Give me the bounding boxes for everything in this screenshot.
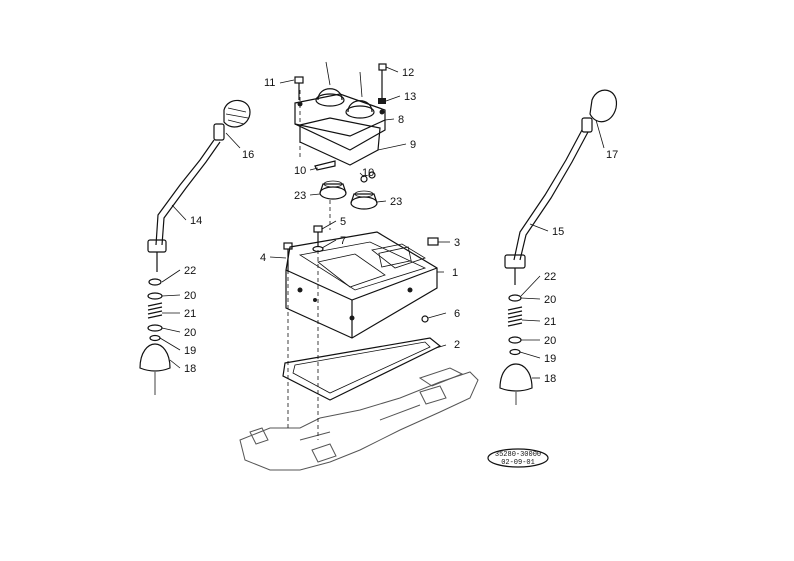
callout-9: 9 xyxy=(410,139,416,151)
part-23-bushing-b xyxy=(350,190,378,210)
callout-22-right: 22 xyxy=(544,271,556,283)
callout-16: 16 xyxy=(242,149,254,161)
part-8-cover-plate xyxy=(294,61,386,151)
callout-23a: 23 xyxy=(294,190,306,202)
bolt-12 xyxy=(378,63,387,98)
part-23-bushing-a xyxy=(319,180,347,200)
left-lever-small-parts xyxy=(147,278,163,342)
callout-6: 6 xyxy=(454,308,460,320)
callout-21-left: 21 xyxy=(184,308,196,320)
callout-18-right: 18 xyxy=(544,373,556,385)
part-10-clip-a xyxy=(314,160,336,171)
callout-1: 1 xyxy=(452,267,458,279)
callout-10b: 10 xyxy=(362,167,374,179)
callout-19-left: 19 xyxy=(184,345,196,357)
right-lever-small-parts xyxy=(507,294,523,356)
callout-18-left: 18 xyxy=(184,363,196,375)
callout-21-right: 21 xyxy=(544,316,556,328)
left-boot-18 xyxy=(139,343,171,395)
nut-13 xyxy=(378,98,386,104)
right-boot-18 xyxy=(499,363,533,405)
alignment-guides xyxy=(287,90,331,440)
callout-22-left: 22 xyxy=(184,265,196,277)
washer-7 xyxy=(312,245,324,253)
callout-3: 3 xyxy=(454,237,460,249)
callout-17: 17 xyxy=(606,149,618,161)
callout-5: 5 xyxy=(340,216,346,228)
callout-14: 14 xyxy=(190,215,202,227)
callout-20-right-lower: 20 xyxy=(544,335,556,347)
callout-20-right-upper: 20 xyxy=(544,294,556,306)
callout-11: 11 xyxy=(264,77,275,89)
callout-20-left-upper: 20 xyxy=(184,290,196,302)
right-knob-17 xyxy=(581,89,617,133)
left-knob-16 xyxy=(213,99,251,141)
stamp-line-2: 02-09-01 xyxy=(501,459,535,467)
transmission-housing xyxy=(239,367,479,471)
callout-23b: 23 xyxy=(390,196,402,208)
leader-lines xyxy=(159,66,605,379)
stamp-line-1: 35280-30000 xyxy=(495,451,541,459)
callout-labels: 1 2 3 4 5 6 7 8 9 10 10 11 12 13 14 15 1… xyxy=(184,67,618,385)
callout-20-left-lower: 20 xyxy=(184,327,196,339)
plug-3 xyxy=(427,237,439,246)
callout-12: 12 xyxy=(402,67,414,79)
right-shift-lever-15 xyxy=(504,129,589,285)
bolt-4 xyxy=(283,242,293,272)
drawing-number-stamp: 35280-30000 02-09-01 xyxy=(487,448,549,468)
callout-10a: 10 xyxy=(294,165,306,177)
pin-6 xyxy=(421,315,429,323)
part-9-upper-gasket xyxy=(299,117,381,166)
callout-19-right: 19 xyxy=(544,353,556,365)
part-10-clip-b xyxy=(360,171,376,183)
part-2-lower-gasket xyxy=(282,337,442,401)
callout-2: 2 xyxy=(454,339,460,351)
callout-15: 15 xyxy=(552,226,564,238)
callout-7: 7 xyxy=(340,235,346,247)
left-shift-lever-14 xyxy=(147,139,221,272)
callout-13: 13 xyxy=(404,91,416,103)
bolt-11 xyxy=(294,76,304,100)
callout-8: 8 xyxy=(398,114,404,126)
part-1-shift-housing xyxy=(285,231,438,339)
callout-4: 4 xyxy=(260,252,266,264)
